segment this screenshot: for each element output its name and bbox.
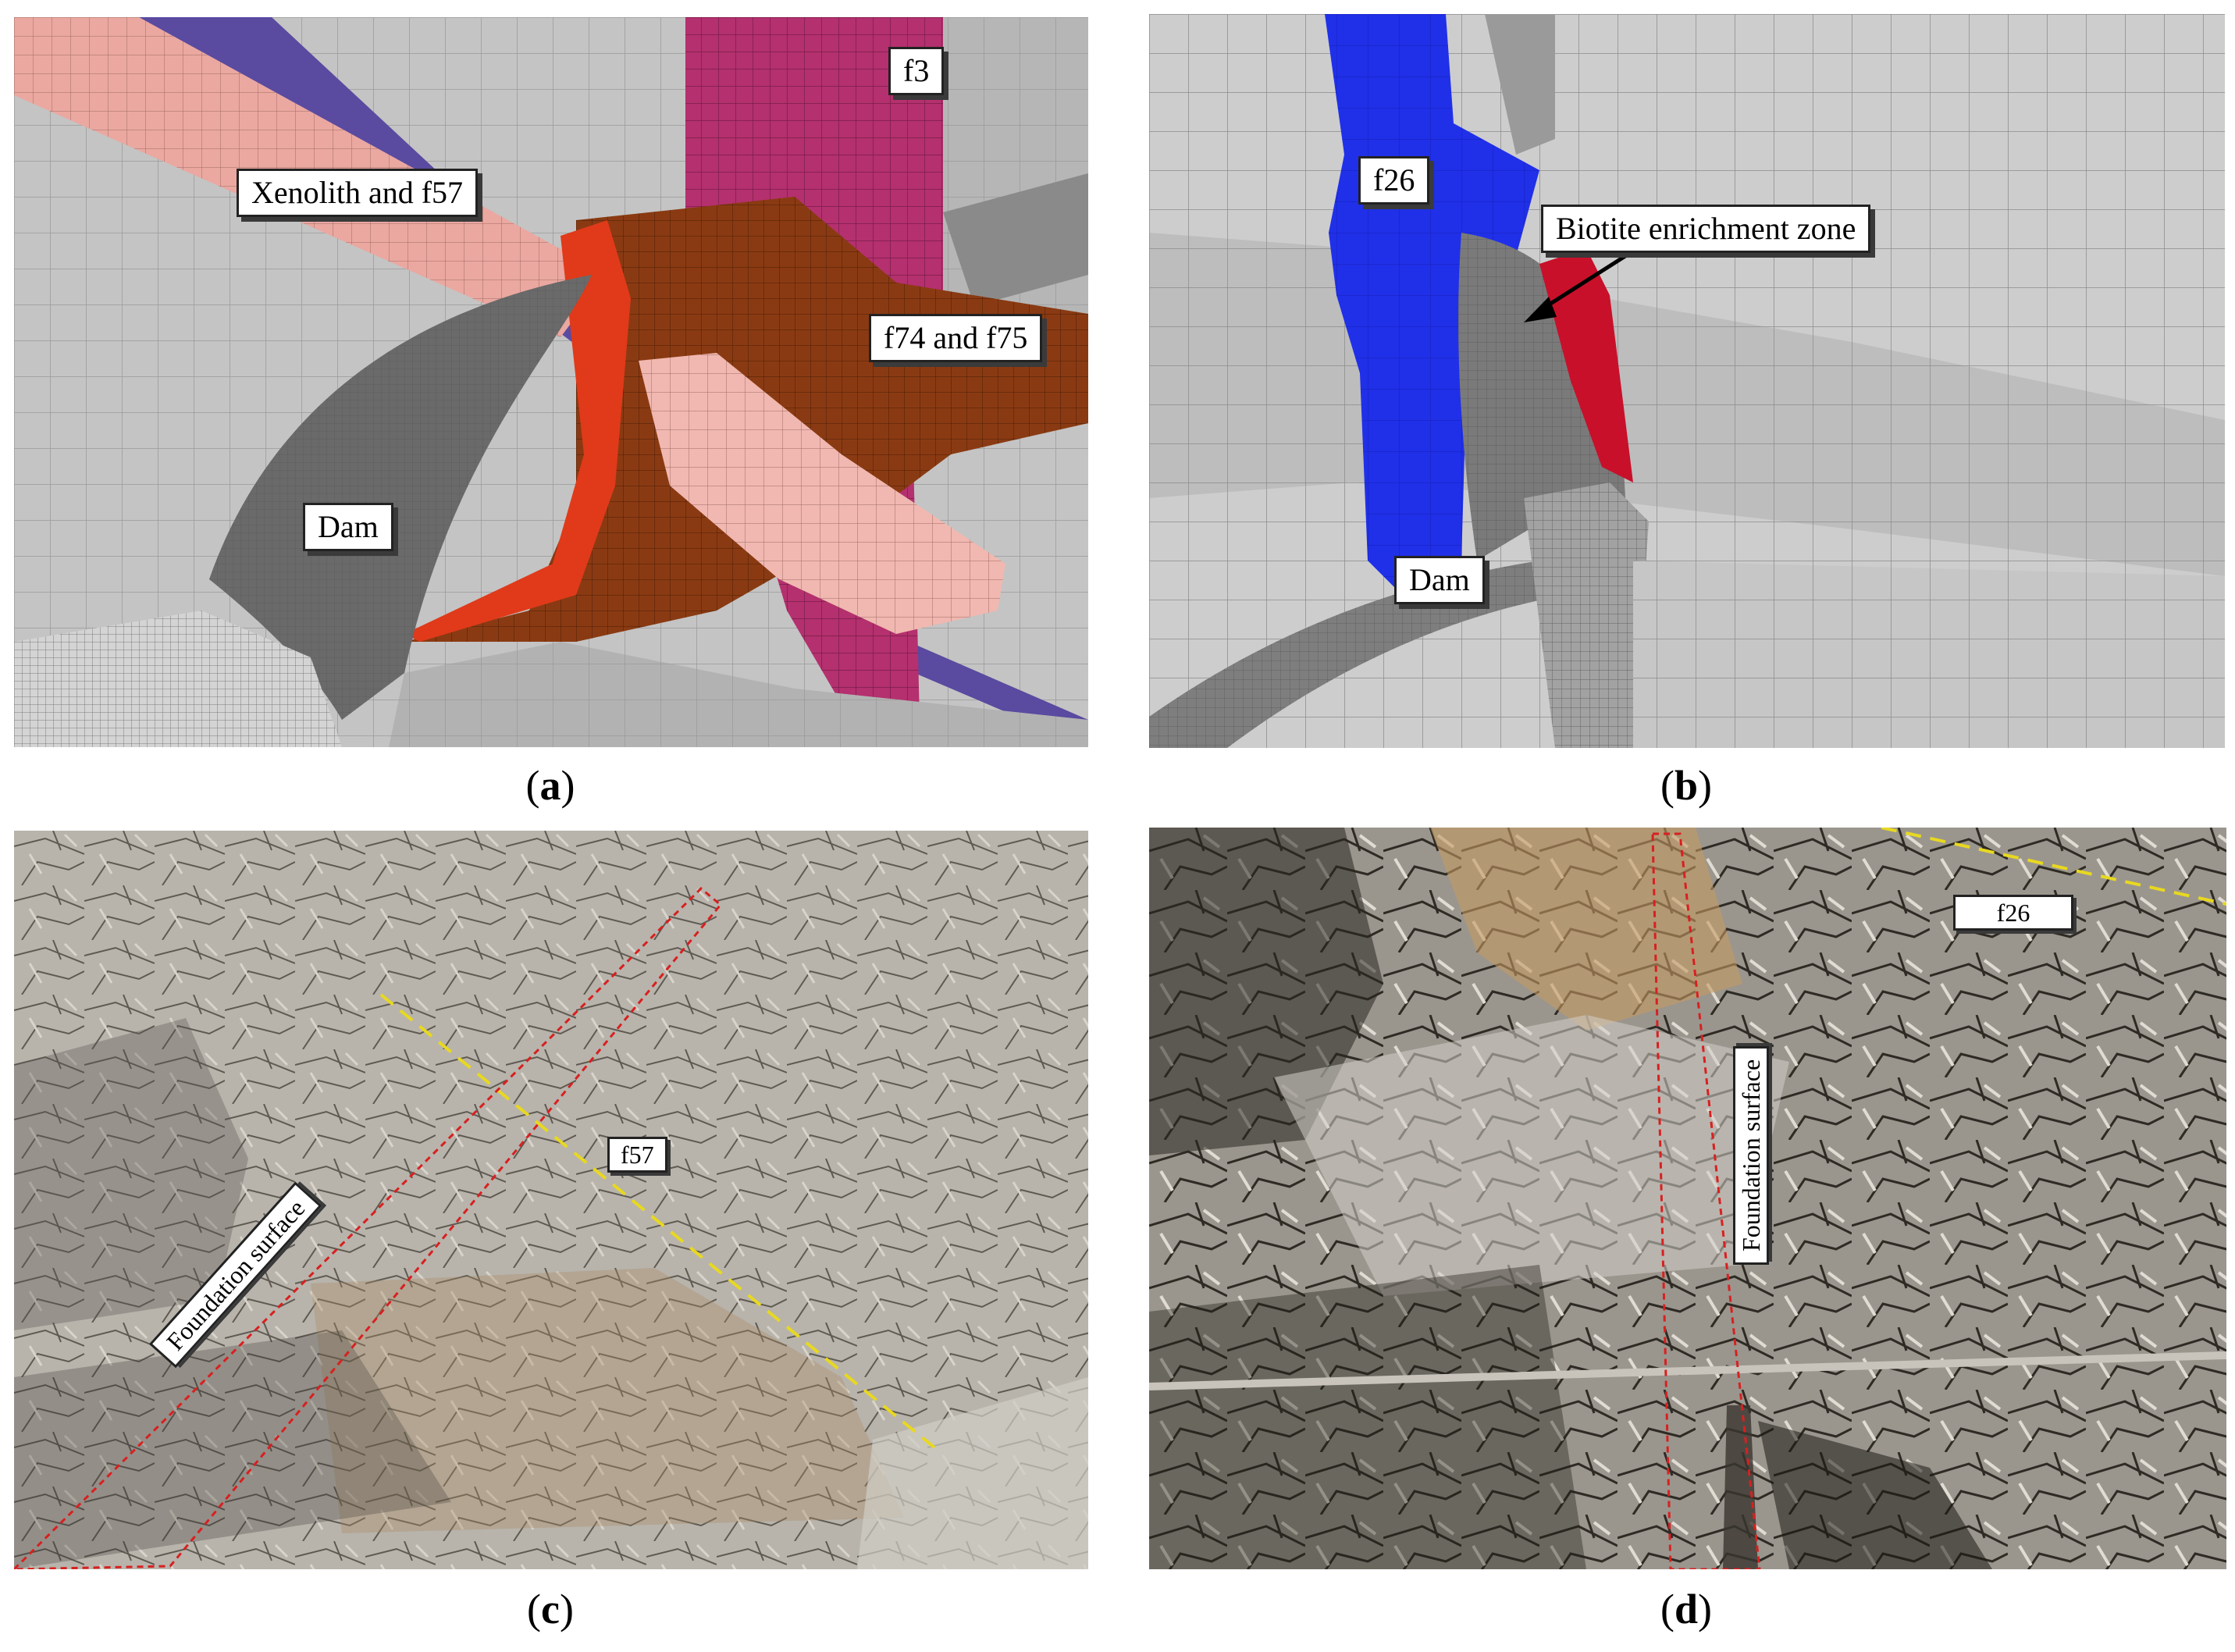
panel-d-field-photo: f26 Foundation surface	[1149, 828, 2226, 1569]
caption-b: (b)	[1660, 762, 1712, 809]
panel-a-fault-red	[404, 220, 631, 642]
caption-c: (c)	[527, 1586, 574, 1632]
panel-c-debris	[857, 1377, 1088, 1569]
panel-a-fault-model: f3 Xenolith and f57 f74 and f75 Dam	[14, 17, 1088, 747]
panel-c-warm-band	[311, 1268, 904, 1533]
panel-c-fault-trace-f57	[379, 993, 941, 1453]
panel-d-light-slope	[1274, 1015, 1789, 1296]
panel-a-label-xenolith-f57: Xenolith and f57	[237, 169, 479, 217]
panel-b-label-f26: f26	[1358, 156, 1430, 205]
panel-b-svg	[1149, 14, 2225, 748]
panel-d-label-f26: f26	[1953, 895, 2073, 931]
panel-c-label-f57: f57	[607, 1137, 667, 1173]
panel-d-shadow-gully	[1758, 1421, 1992, 1569]
panel-c-svg	[14, 831, 1088, 1569]
panel-b-fault-model: f26 Biotite enrichment zone Dam	[1149, 14, 2225, 748]
panel-d-dark-lower	[1149, 1265, 1586, 1569]
caption-d: (d)	[1660, 1586, 1712, 1632]
panel-b-arrow-line	[1538, 254, 1627, 313]
panel-c-field-photo: f57 Foundation surface	[14, 831, 1088, 1569]
panel-d-stair	[1723, 1405, 1758, 1569]
panel-d-fault-trace-f26	[1881, 828, 2226, 906]
panel-b-upper-block	[1485, 14, 1555, 155]
panel-d-ochre-cliff	[1430, 828, 1742, 1031]
panel-d-svg	[1149, 828, 2226, 1569]
panel-a-rock-block-upper-right	[943, 173, 1088, 306]
panel-a-label-dam: Dam	[303, 503, 393, 551]
panel-b-biotite-zone	[1539, 248, 1633, 482]
panel-b-label-biotite-zone: Biotite enrichment zone	[1541, 205, 1871, 253]
panel-c-shadow-lower	[14, 1330, 451, 1569]
panel-c-foundation-outline	[14, 886, 723, 1569]
panel-a-label-f74-f75: f74 and f75	[869, 314, 1043, 362]
panel-b-label-dam: Dam	[1394, 556, 1485, 604]
panel-d-label-foundation-surface: Foundation surface	[1733, 1045, 1769, 1265]
panel-a-label-f3: f3	[888, 47, 945, 95]
panel-d-road	[1149, 1351, 2226, 1390]
panel-b-arrow-head	[1524, 297, 1557, 322]
caption-a: (a)	[525, 762, 575, 809]
panel-a-svg	[14, 17, 1088, 747]
panel-c-shadow-left	[14, 1018, 248, 1330]
